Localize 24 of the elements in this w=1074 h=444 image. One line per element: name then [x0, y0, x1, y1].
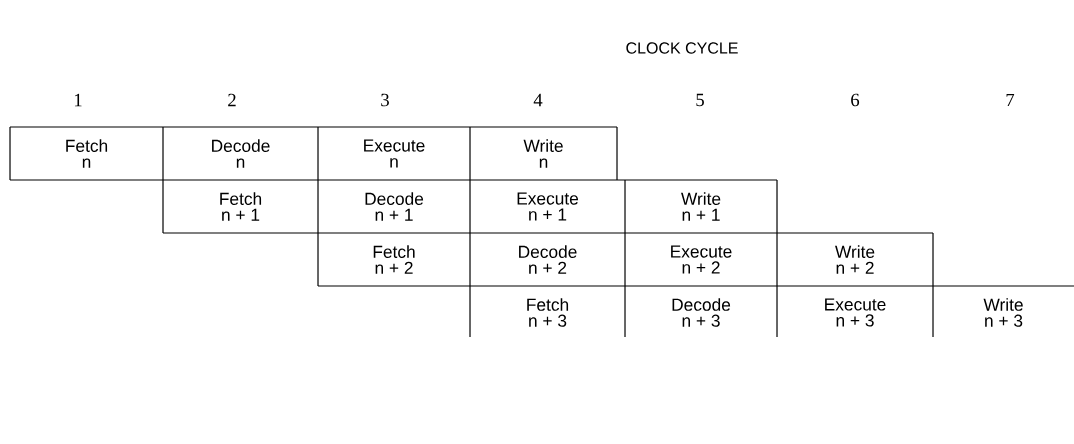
column-number: 3 — [381, 93, 389, 107]
chart-title: CLOCK CYCLE — [626, 42, 738, 54]
pipeline-cell: Fetch n + 3 — [527, 298, 569, 327]
pipeline-cell: Write n + 1 — [681, 192, 721, 221]
column-number: 4 — [533, 93, 543, 107]
column-number: 5 — [696, 93, 704, 107]
pipeline-cell: Execute n + 3 — [825, 298, 886, 327]
pipeline-cell: Execute n + 2 — [671, 245, 732, 274]
column-number: 6 — [851, 93, 860, 107]
pipeline-cell: Decode n + 2 — [519, 245, 577, 274]
pipeline-cell: Write n + 2 — [835, 245, 875, 274]
pipeline-cell: Execute n — [364, 139, 425, 168]
pipeline-cell: Decode n — [212, 139, 270, 168]
column-number: 7 — [1006, 93, 1015, 107]
pipeline-cell: Fetch n + 1 — [220, 192, 262, 221]
pipeline-cell: Decode n + 3 — [672, 298, 731, 327]
column-number: 2 — [228, 93, 236, 107]
pipeline-cell: Execute n + 1 — [517, 192, 579, 221]
column-number: 1 — [74, 93, 82, 107]
pipeline-cell: Decode n + 1 — [365, 192, 424, 221]
pipeline-cell: Write n + 3 — [983, 298, 1023, 327]
pipeline-cell: Write n — [523, 139, 563, 168]
pipeline-cell: Fetch n — [66, 139, 108, 168]
pipeline-cell: Fetch n + 2 — [373, 245, 415, 274]
